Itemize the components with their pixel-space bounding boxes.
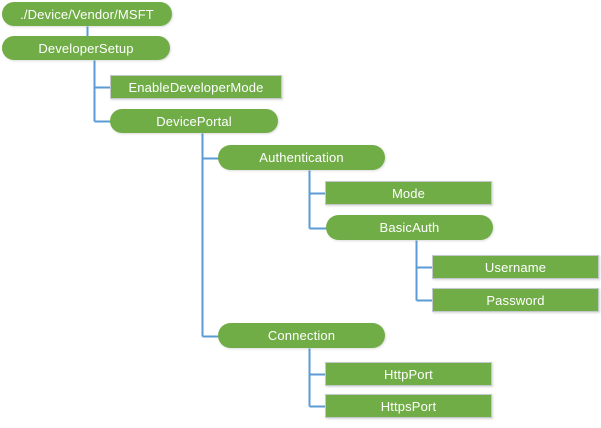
tree-node-root[interactable]: ./Device/Vendor/MSFT — [2, 2, 172, 26]
tree-node-authentication[interactable]: Authentication — [218, 145, 385, 170]
tree-node-enabledevelopermode[interactable]: EnableDeveloperMode — [110, 75, 282, 99]
tree-node-basicauth[interactable]: BasicAuth — [326, 215, 493, 240]
tree-node-label: Username — [484, 259, 547, 275]
tree-node-label: DeveloperSetup — [38, 40, 134, 56]
tree-node-deviceportal[interactable]: DevicePortal — [110, 109, 278, 133]
tree-node-label: Authentication — [259, 150, 344, 165]
tree-node-label: Mode — [391, 185, 426, 201]
tree-node-connection[interactable]: Connection — [218, 323, 385, 348]
tree-node-mode[interactable]: Mode — [325, 181, 492, 205]
tree-node-label: DevicePortal — [156, 113, 232, 129]
tree-node-username[interactable]: Username — [432, 255, 599, 279]
tree-node-httpport[interactable]: HttpPort — [325, 362, 492, 386]
tree-node-label: BasicAuth — [379, 220, 440, 235]
tree-node-label: EnableDeveloperMode — [128, 79, 264, 95]
tree-node-label: Password — [486, 292, 545, 308]
tree-node-label: HttpsPort — [380, 398, 437, 414]
tree-node-label: HttpPort — [384, 366, 433, 382]
tree-node-httpsport[interactable]: HttpsPort — [325, 394, 492, 418]
tree-node-label: ./Device/Vendor/MSFT — [20, 6, 154, 22]
tree-node-label: Connection — [267, 328, 336, 343]
tree-node-password[interactable]: Password — [432, 288, 599, 312]
tree-node-developersetup[interactable]: DeveloperSetup — [2, 36, 170, 60]
